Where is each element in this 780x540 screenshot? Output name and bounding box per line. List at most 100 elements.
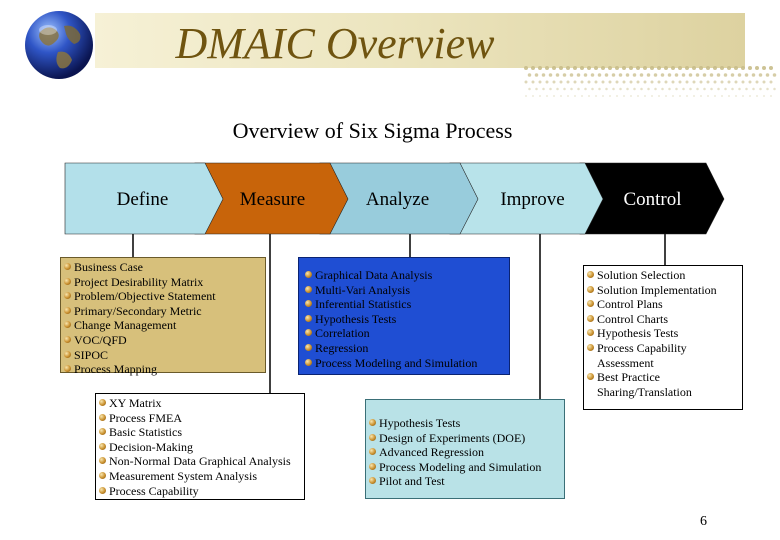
- list-item-text: VOC/QFD: [74, 333, 127, 347]
- bullet-icon: [587, 315, 594, 322]
- list-item-text: Advanced Regression: [379, 445, 484, 459]
- list-item: Correlation: [305, 326, 509, 341]
- list-item: Primary/Secondary Metric: [64, 304, 265, 319]
- list-item: Multi-Vari Analysis: [305, 283, 509, 298]
- list-item: Control Charts: [587, 312, 742, 327]
- bullet-icon: [587, 271, 594, 278]
- bullet-icon: [305, 344, 312, 351]
- list-item-text: XY Matrix: [109, 396, 162, 410]
- list-item-text: Process FMEA: [109, 411, 182, 425]
- list-item-text: Regression: [315, 341, 368, 355]
- bullet-icon: [369, 434, 376, 441]
- list-item-text: Process Modeling and Simulation: [315, 356, 477, 370]
- list-item: Process Mapping: [64, 362, 265, 377]
- list-item: Decision-Making: [99, 440, 304, 455]
- bullet-icon: [369, 448, 376, 455]
- bullet-icon: [369, 477, 376, 484]
- list-item: Pilot and Test: [369, 474, 564, 489]
- bullet-icon: [99, 457, 106, 464]
- list-item-text: Primary/Secondary Metric: [74, 304, 202, 318]
- list-item-text: Correlation: [315, 326, 370, 340]
- list-item-text: Solution Implementation: [597, 283, 717, 297]
- list-item-text: Process Mapping: [74, 362, 157, 376]
- list-item-text: Pilot and Test: [379, 474, 445, 488]
- list-item-text: Measurement System Analysis: [109, 469, 257, 483]
- bullet-icon: [305, 271, 312, 278]
- bullet-icon: [587, 286, 594, 293]
- phase-label-measure: Measure: [210, 190, 335, 209]
- list-item-text: Control Charts: [597, 312, 668, 326]
- list-item: Process Modeling and Simulation: [369, 460, 564, 475]
- bullet-icon: [305, 359, 312, 366]
- list-item: Process FMEA: [99, 411, 304, 426]
- list-item: Advanced Regression: [369, 445, 564, 460]
- list-item: Regression: [305, 341, 509, 356]
- bullet-icon: [64, 321, 71, 328]
- bullet-icon: [99, 487, 106, 494]
- list-item-text: Business Case: [74, 260, 143, 274]
- bullet-icon: [64, 336, 71, 343]
- phase-label-analyze: Analyze: [335, 190, 460, 209]
- list-item: Change Management: [64, 318, 265, 333]
- list-item: Non-Normal Data Graphical Analysis: [99, 454, 304, 469]
- bullet-icon: [587, 329, 594, 336]
- list-item: Process Modeling and Simulation: [305, 356, 509, 371]
- list-item-text: Non-Normal Data Graphical Analysis: [109, 454, 291, 468]
- bullet-icon: [99, 472, 106, 479]
- list-item: Solution Implementation: [587, 283, 742, 298]
- bullet-icon: [369, 463, 376, 470]
- list-item: Project Desirability Matrix: [64, 275, 265, 290]
- bullet-icon: [64, 365, 71, 372]
- list-item-text: Basic Statistics: [109, 425, 182, 439]
- bullet-icon: [305, 329, 312, 336]
- bullet-icon: [305, 300, 312, 307]
- list-item-text: Design of Experiments (DOE): [379, 431, 525, 445]
- list-item: Measurement System Analysis: [99, 469, 304, 484]
- bullet-icon: [64, 278, 71, 285]
- list-item: Graphical Data Analysis: [305, 268, 509, 283]
- list-item-text: Decision-Making: [109, 440, 193, 454]
- list-item: Hypothesis Tests: [587, 326, 742, 341]
- list-item-text: Control Plans: [597, 297, 663, 311]
- bullet-icon: [587, 300, 594, 307]
- list-item-text: SIPOC: [74, 348, 108, 362]
- phase-label-control: Control: [590, 190, 715, 209]
- list-item-text: Project Desirability Matrix: [74, 275, 203, 289]
- list-item-text: Change Management: [74, 318, 176, 332]
- list-item-text: Solution Selection: [597, 268, 685, 282]
- list-item-text: Hypothesis Tests: [597, 326, 678, 340]
- phase-label-define: Define: [80, 190, 205, 209]
- list-item-text: Multi-Vari Analysis: [315, 283, 410, 297]
- list-item-text: Best Practice Sharing/Translation: [597, 370, 692, 399]
- bullet-icon: [369, 419, 376, 426]
- list-item: Process Capability Assessment: [587, 341, 742, 370]
- list-item-text: Hypothesis Tests: [315, 312, 396, 326]
- list-item: Business Case: [64, 260, 265, 275]
- list-item-text: Problem/Objective Statement: [74, 289, 216, 303]
- bullet-icon: [64, 263, 71, 270]
- list-item: Design of Experiments (DOE): [369, 431, 564, 446]
- bullet-icon: [99, 428, 106, 435]
- list-item: XY Matrix: [99, 396, 304, 411]
- bullet-icon: [64, 307, 71, 314]
- bullet-icon: [305, 286, 312, 293]
- bullet-icon: [99, 443, 106, 450]
- phase-label-improve: Improve: [470, 190, 595, 209]
- list-item: Problem/Objective Statement: [64, 289, 265, 304]
- list-item-text: Hypothesis Tests: [379, 416, 460, 430]
- list-item: Control Plans: [587, 297, 742, 312]
- bullet-icon: [64, 292, 71, 299]
- list-item: SIPOC: [64, 348, 265, 363]
- bullet-icon: [587, 344, 594, 351]
- bullet-icon: [587, 373, 594, 380]
- list-item-text: Process Capability: [109, 484, 199, 498]
- list-item: Hypothesis Tests: [369, 416, 564, 431]
- list-item: Inferential Statistics: [305, 297, 509, 312]
- list-item: Process Capability: [99, 484, 304, 499]
- bullet-icon: [99, 399, 106, 406]
- list-item-text: Graphical Data Analysis: [315, 268, 432, 282]
